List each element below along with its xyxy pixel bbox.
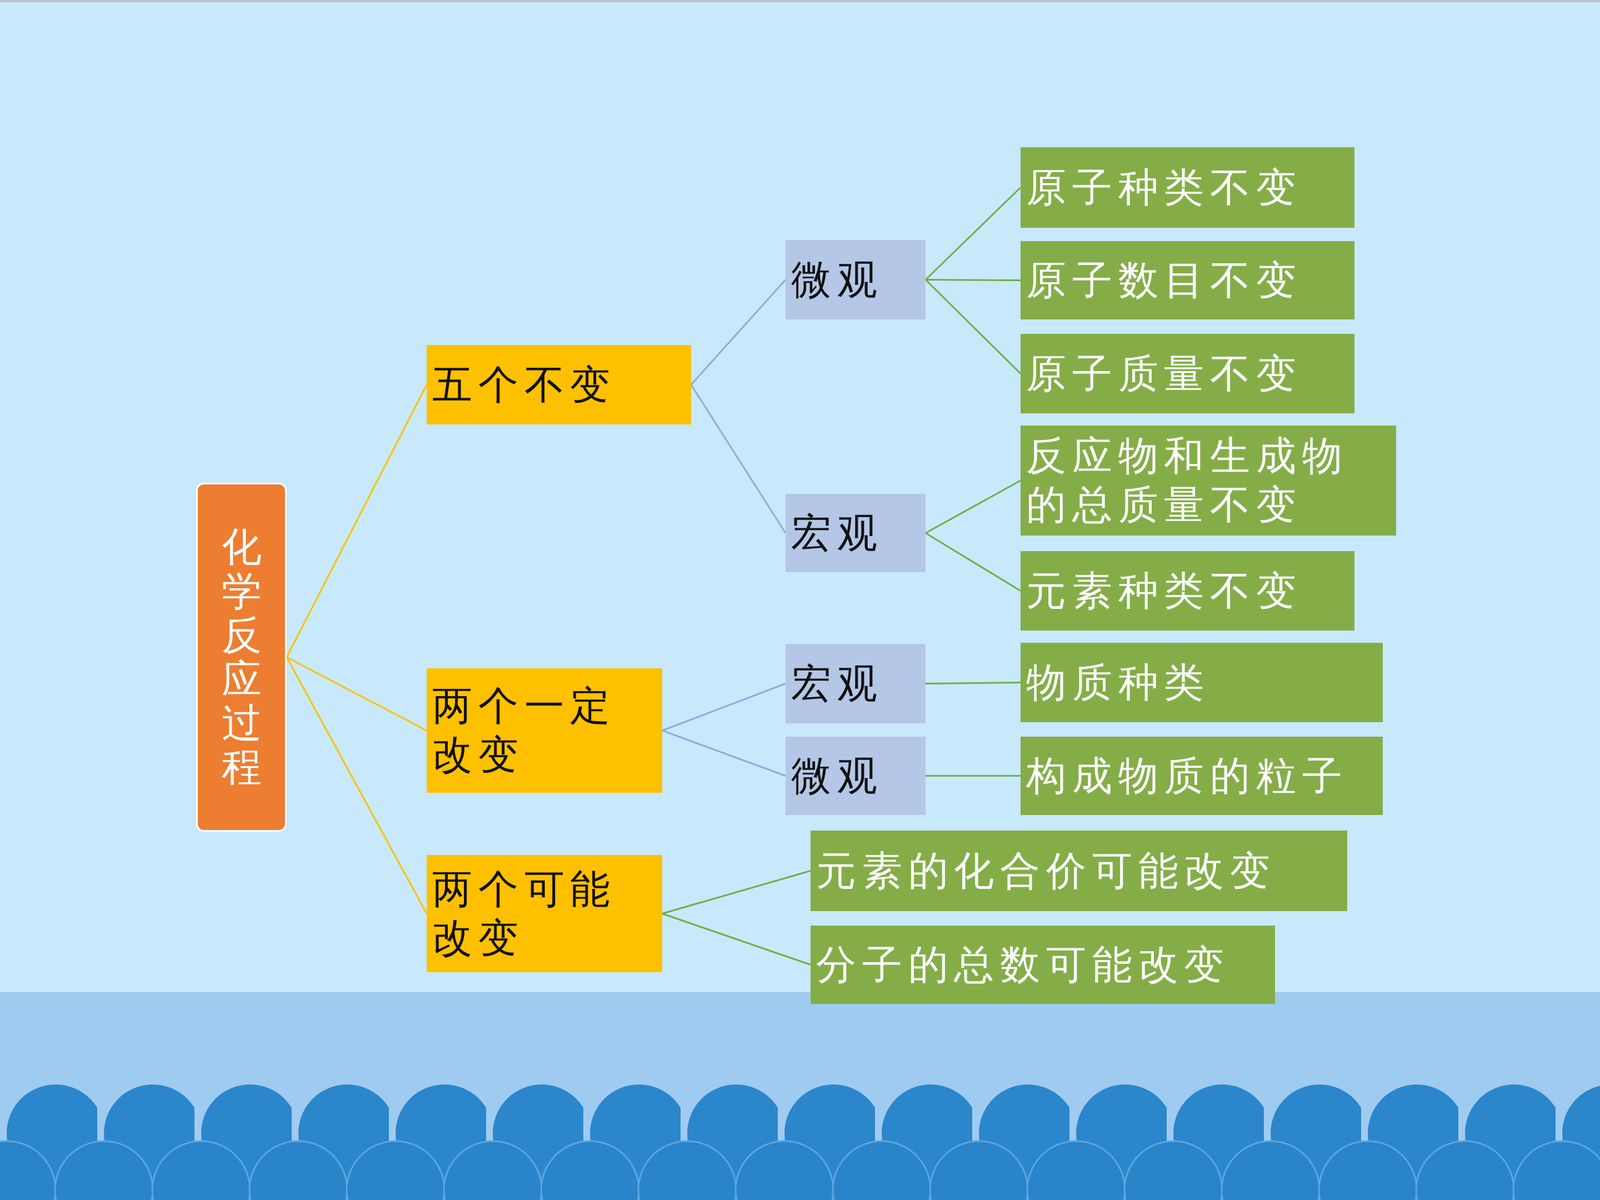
connector-line	[691, 385, 786, 534]
node-label: 原子质量不变	[1026, 349, 1303, 399]
node-label: 原子种类不变	[1026, 163, 1303, 213]
fact-box: 反应物和生成物的总质量不变	[1020, 425, 1397, 536]
node-label: 微观	[791, 255, 884, 305]
node-label: 反应物和生成物的总质量不变	[1026, 431, 1389, 530]
fact-box: 原子质量不变	[1020, 333, 1355, 414]
node-label: 化学反应过程	[221, 525, 262, 789]
connector-line	[662, 913, 811, 965]
category-box: 两个可能改变	[426, 855, 663, 973]
connector-line	[925, 682, 1021, 684]
aspect-box: 宏观	[785, 493, 926, 573]
node-label: 分子的总数可能改变	[816, 940, 1230, 990]
root-box: 化学反应过程	[196, 482, 287, 832]
node-label: 物质种类	[1026, 658, 1210, 708]
connector-line	[286, 657, 427, 731]
node-label: 构成物质的粒子	[1026, 751, 1349, 801]
fact-box: 原子种类不变	[1020, 147, 1355, 228]
connector-line	[925, 280, 1021, 374]
connector-line	[662, 871, 811, 914]
category-box: 两个一定改变	[426, 668, 663, 793]
node-label: 元素的化合价可能改变	[816, 846, 1277, 896]
node-label: 宏观	[791, 508, 884, 558]
connector-line	[286, 385, 427, 658]
connector-line	[925, 775, 1021, 777]
fact-box: 元素种类不变	[1020, 551, 1355, 631]
connector-line	[925, 280, 1021, 281]
connector-line	[925, 533, 1021, 592]
connector-line	[925, 187, 1021, 280]
node-label: 五个不变	[432, 360, 617, 410]
node-label: 微观	[791, 751, 884, 801]
aspect-box: 微观	[785, 240, 926, 320]
connector-line	[286, 657, 427, 914]
node-label: 原子数目不变	[1026, 256, 1303, 305]
connector-line	[925, 480, 1021, 534]
fact-box: 分子的总数可能改变	[810, 925, 1275, 1004]
fact-box: 构成物质的粒子	[1020, 736, 1383, 815]
fact-box: 原子数目不变	[1020, 241, 1355, 320]
connector-line	[662, 730, 786, 777]
category-box: 五个不变	[426, 345, 692, 425]
node-label: 两个可能改变	[432, 865, 655, 963]
connector-line	[662, 683, 786, 732]
connector-line	[691, 280, 786, 385]
node-label: 两个一定改变	[432, 681, 655, 780]
node-label: 宏观	[791, 659, 884, 709]
aspect-box: 宏观	[785, 643, 926, 724]
aspect-box: 微观	[785, 736, 926, 815]
fact-box: 物质种类	[1020, 642, 1383, 723]
fact-box: 元素的化合价可能改变	[810, 830, 1348, 912]
node-label: 元素种类不变	[1026, 566, 1303, 616]
